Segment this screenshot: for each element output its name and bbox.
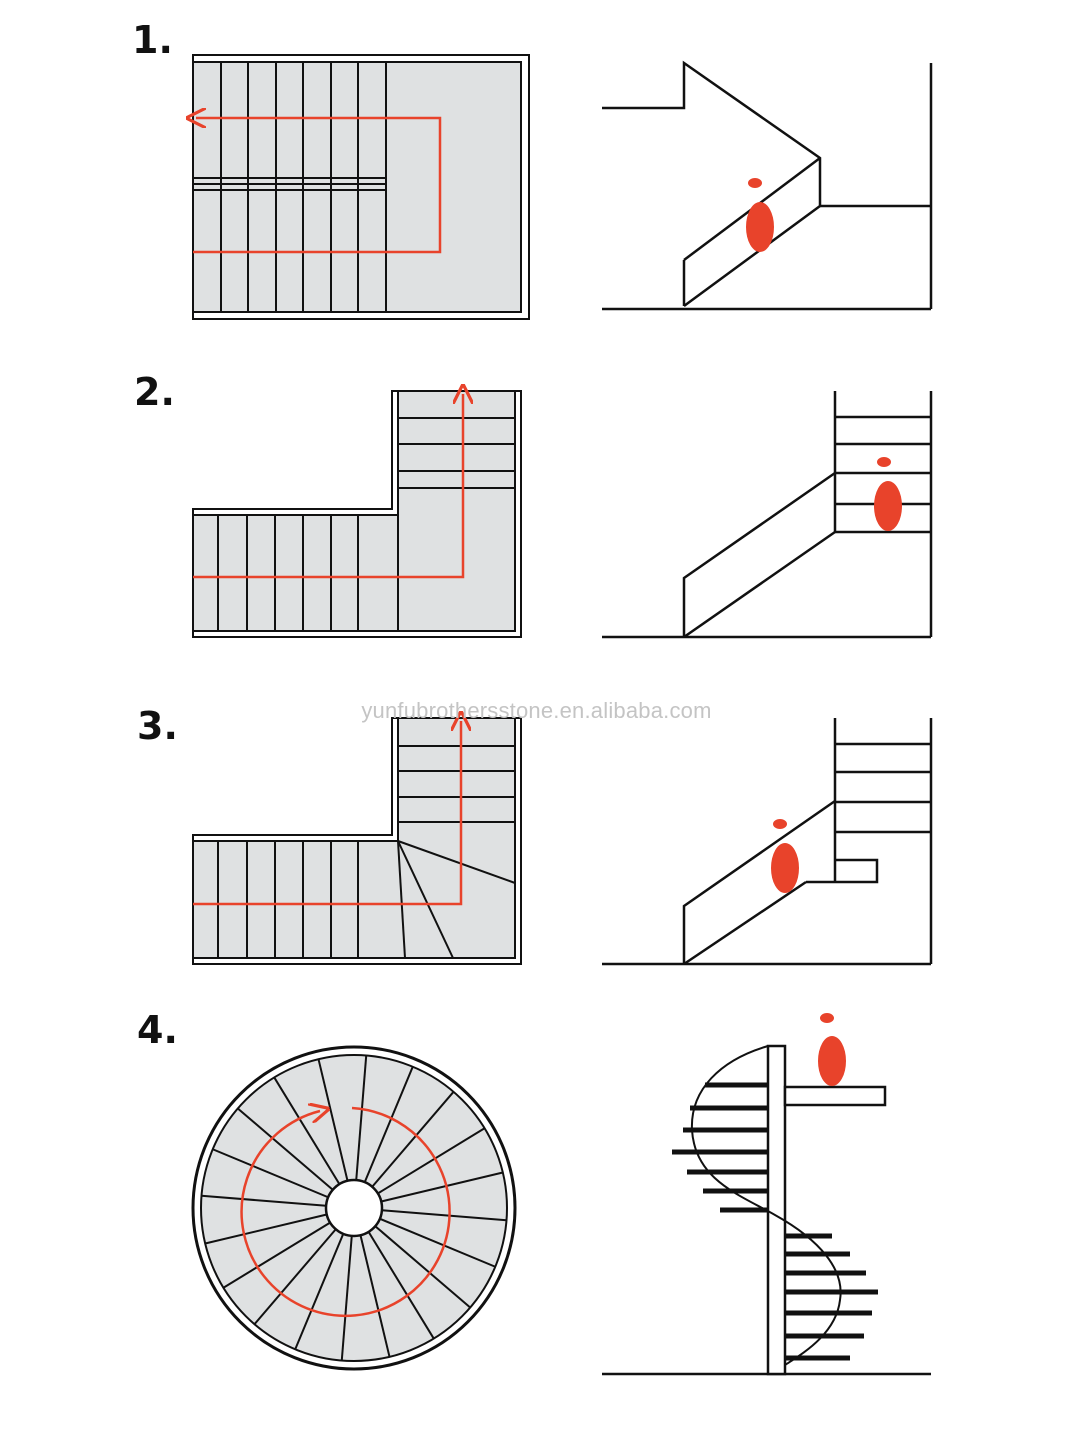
spiral-tread-line xyxy=(367,1231,435,1340)
spiral-tread-line xyxy=(294,1233,345,1350)
plan-4-path-arrow xyxy=(240,1108,451,1318)
plan-2-l-stair xyxy=(192,391,522,638)
elevation-2 xyxy=(602,391,933,639)
elevation-4 xyxy=(602,1044,931,1376)
spiral-tread-line xyxy=(201,1194,327,1207)
spiral-tread-line xyxy=(253,1228,337,1325)
plan-3-path-arrow xyxy=(193,721,461,906)
person-icon xyxy=(818,1013,846,1086)
spiral-tread-line xyxy=(379,1217,496,1268)
spiral-tread-line xyxy=(381,1171,504,1203)
spiral-tread-line xyxy=(273,1076,341,1185)
person-icon xyxy=(874,457,902,531)
spiral-tread-line xyxy=(340,1235,353,1361)
elevation-1 xyxy=(602,60,933,311)
plan-1-path-arrow xyxy=(193,118,442,254)
spiral-tread-line xyxy=(204,1213,327,1245)
diagram-3-number: 3. xyxy=(137,704,178,748)
spiral-tread-line xyxy=(359,1235,391,1358)
person-icon xyxy=(746,178,774,252)
spiral-tread-line xyxy=(371,1091,455,1188)
spiral-tread-line xyxy=(222,1221,331,1289)
person-icon xyxy=(771,819,799,893)
spiral-tread-line xyxy=(212,1148,329,1199)
spiral-tread-line xyxy=(377,1127,486,1195)
spiral-tread-line xyxy=(381,1209,507,1222)
spiral-tread-line xyxy=(363,1066,414,1183)
plan-4-spiral-stair xyxy=(191,1045,517,1371)
watermark: yunfubrothersstone.en.alibaba.com xyxy=(361,698,712,723)
elevation-3 xyxy=(602,718,933,966)
diagram-2-number: 2. xyxy=(134,370,175,414)
spiral-tread-line xyxy=(317,1058,349,1181)
plan-2-path-arrow xyxy=(193,394,463,579)
diagram-1-number: 1. xyxy=(132,18,173,62)
spiral-tread-line xyxy=(374,1225,471,1309)
plan-3-winder-stair xyxy=(192,718,522,965)
spiral-tread-line xyxy=(355,1055,368,1181)
plan-1-u-stair xyxy=(193,54,530,320)
spiral-tread-line xyxy=(237,1107,334,1191)
diagram-4-number: 4. xyxy=(137,1008,178,1052)
